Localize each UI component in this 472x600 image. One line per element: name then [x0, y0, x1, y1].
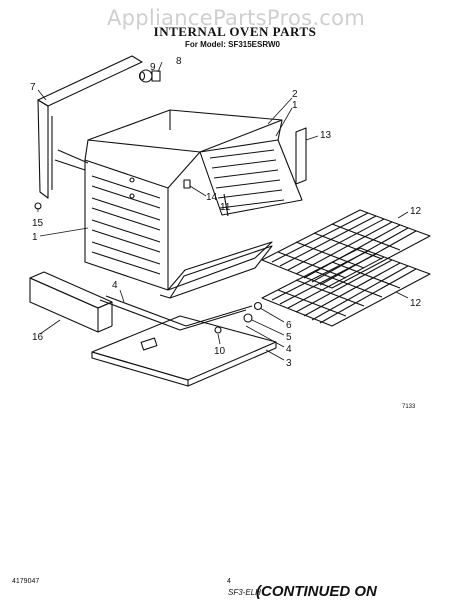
- part-9-light-bulb: [138, 69, 161, 83]
- part-7-vent-panel: [37, 55, 143, 199]
- callout-12-lower: 12: [410, 298, 422, 309]
- doc-number: 4179047: [12, 578, 40, 585]
- callout-8: 8: [176, 56, 182, 67]
- watermark: AppliancePartsPros.com: [106, 6, 366, 30]
- model-label: For Model: SF315ESRW0: [185, 40, 280, 49]
- callout-13: 13: [320, 130, 332, 141]
- page-number: 4: [227, 578, 231, 585]
- callouts: 7 9 8 2 1 13 14 11 15 1 12 12 4 16 6 5 4…: [30, 56, 422, 369]
- part-16-front-trim: [29, 271, 113, 333]
- part-12-lower-rack: [261, 247, 431, 327]
- callout-1-left: 1: [32, 232, 38, 243]
- footer-code: SF3-ELH: [228, 588, 261, 597]
- callout-4-left: 4: [112, 280, 118, 291]
- callout-4: 4: [286, 344, 292, 355]
- callout-5: 5: [286, 332, 292, 343]
- part-4-bracket: [99, 295, 253, 331]
- callout-6: 6: [286, 320, 292, 331]
- part-1-right-rack-supports: [209, 149, 285, 209]
- callout-15: 15: [32, 218, 44, 229]
- continued-label: (CONTINUED ON: [256, 583, 377, 600]
- callout-16: 16: [32, 332, 44, 343]
- callout-2: 2: [292, 89, 298, 100]
- callout-12-upper: 12: [410, 206, 422, 217]
- part-12-upper-rack: [261, 209, 431, 289]
- callout-9: 9: [150, 62, 156, 73]
- callout-7: 7: [30, 82, 36, 93]
- part-3-bottom-panel: [91, 315, 277, 387]
- callout-10: 10: [214, 346, 226, 357]
- part-6-screw: [253, 301, 263, 311]
- callout-11: 11: [220, 202, 231, 213]
- oven-liner: [84, 109, 303, 299]
- part-1-left-rack-supports: [91, 175, 161, 275]
- diagram-title: INTERNAL OVEN PARTS: [153, 24, 317, 39]
- part-10-screw: [214, 326, 222, 334]
- callout-14: 14: [206, 192, 218, 203]
- callout-3: 3: [286, 358, 292, 369]
- part-14-clip: [183, 179, 191, 189]
- part-5-nut: [243, 313, 253, 323]
- callout-1-right: 1: [292, 100, 298, 111]
- part-13-side-strip: [295, 127, 307, 185]
- figure-code: 7133: [402, 404, 416, 410]
